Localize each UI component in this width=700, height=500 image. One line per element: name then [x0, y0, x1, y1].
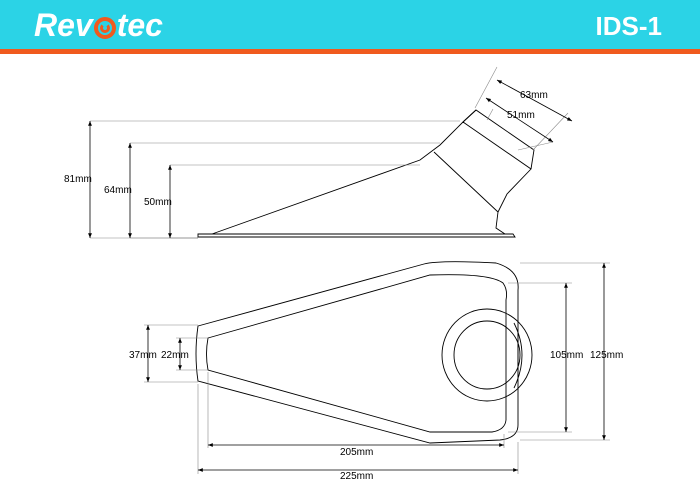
side-base-plate [197, 233, 516, 238]
top-inner-outline [206, 274, 508, 433]
top-dimension-lines [146, 263, 606, 472]
header-stripe [0, 49, 700, 54]
dim-inner-diameter: 51mm [507, 110, 535, 121]
dim-height-mid: 64mm [104, 185, 132, 196]
dim-body-outer-height: 125mm [590, 350, 623, 361]
top-tube-ring [513, 322, 523, 389]
side-view [197, 109, 535, 238]
top-extension-lines [144, 262, 610, 474]
brand-logo-start: Rev [34, 7, 93, 43]
header-band [0, 0, 700, 49]
dim-outer-diameter: 63mm [520, 90, 548, 101]
dim-inlet-outer: 37mm [129, 350, 157, 361]
model-code: IDS-1 [595, 11, 662, 41]
dim-body-inner-height: 105mm [550, 350, 583, 361]
logo-swirl-icon [93, 17, 116, 39]
side-body-profile [211, 121, 532, 235]
dim-inner-length: 205mm [340, 447, 373, 458]
dim-height-total: 81mm [64, 174, 92, 185]
dim-height-low: 50mm [144, 197, 172, 208]
top-tube-inner [453, 320, 521, 390]
top-tube-outer [441, 308, 533, 402]
dim-outer-length: 225mm [340, 471, 373, 482]
side-dimension-lines [88, 79, 573, 238]
brand-logo-end: tec [116, 7, 163, 43]
top-outer-outline [195, 261, 519, 444]
side-extension-lines [90, 66, 569, 239]
top-view [195, 261, 533, 444]
dim-inlet-inner: 22mm [161, 350, 189, 361]
